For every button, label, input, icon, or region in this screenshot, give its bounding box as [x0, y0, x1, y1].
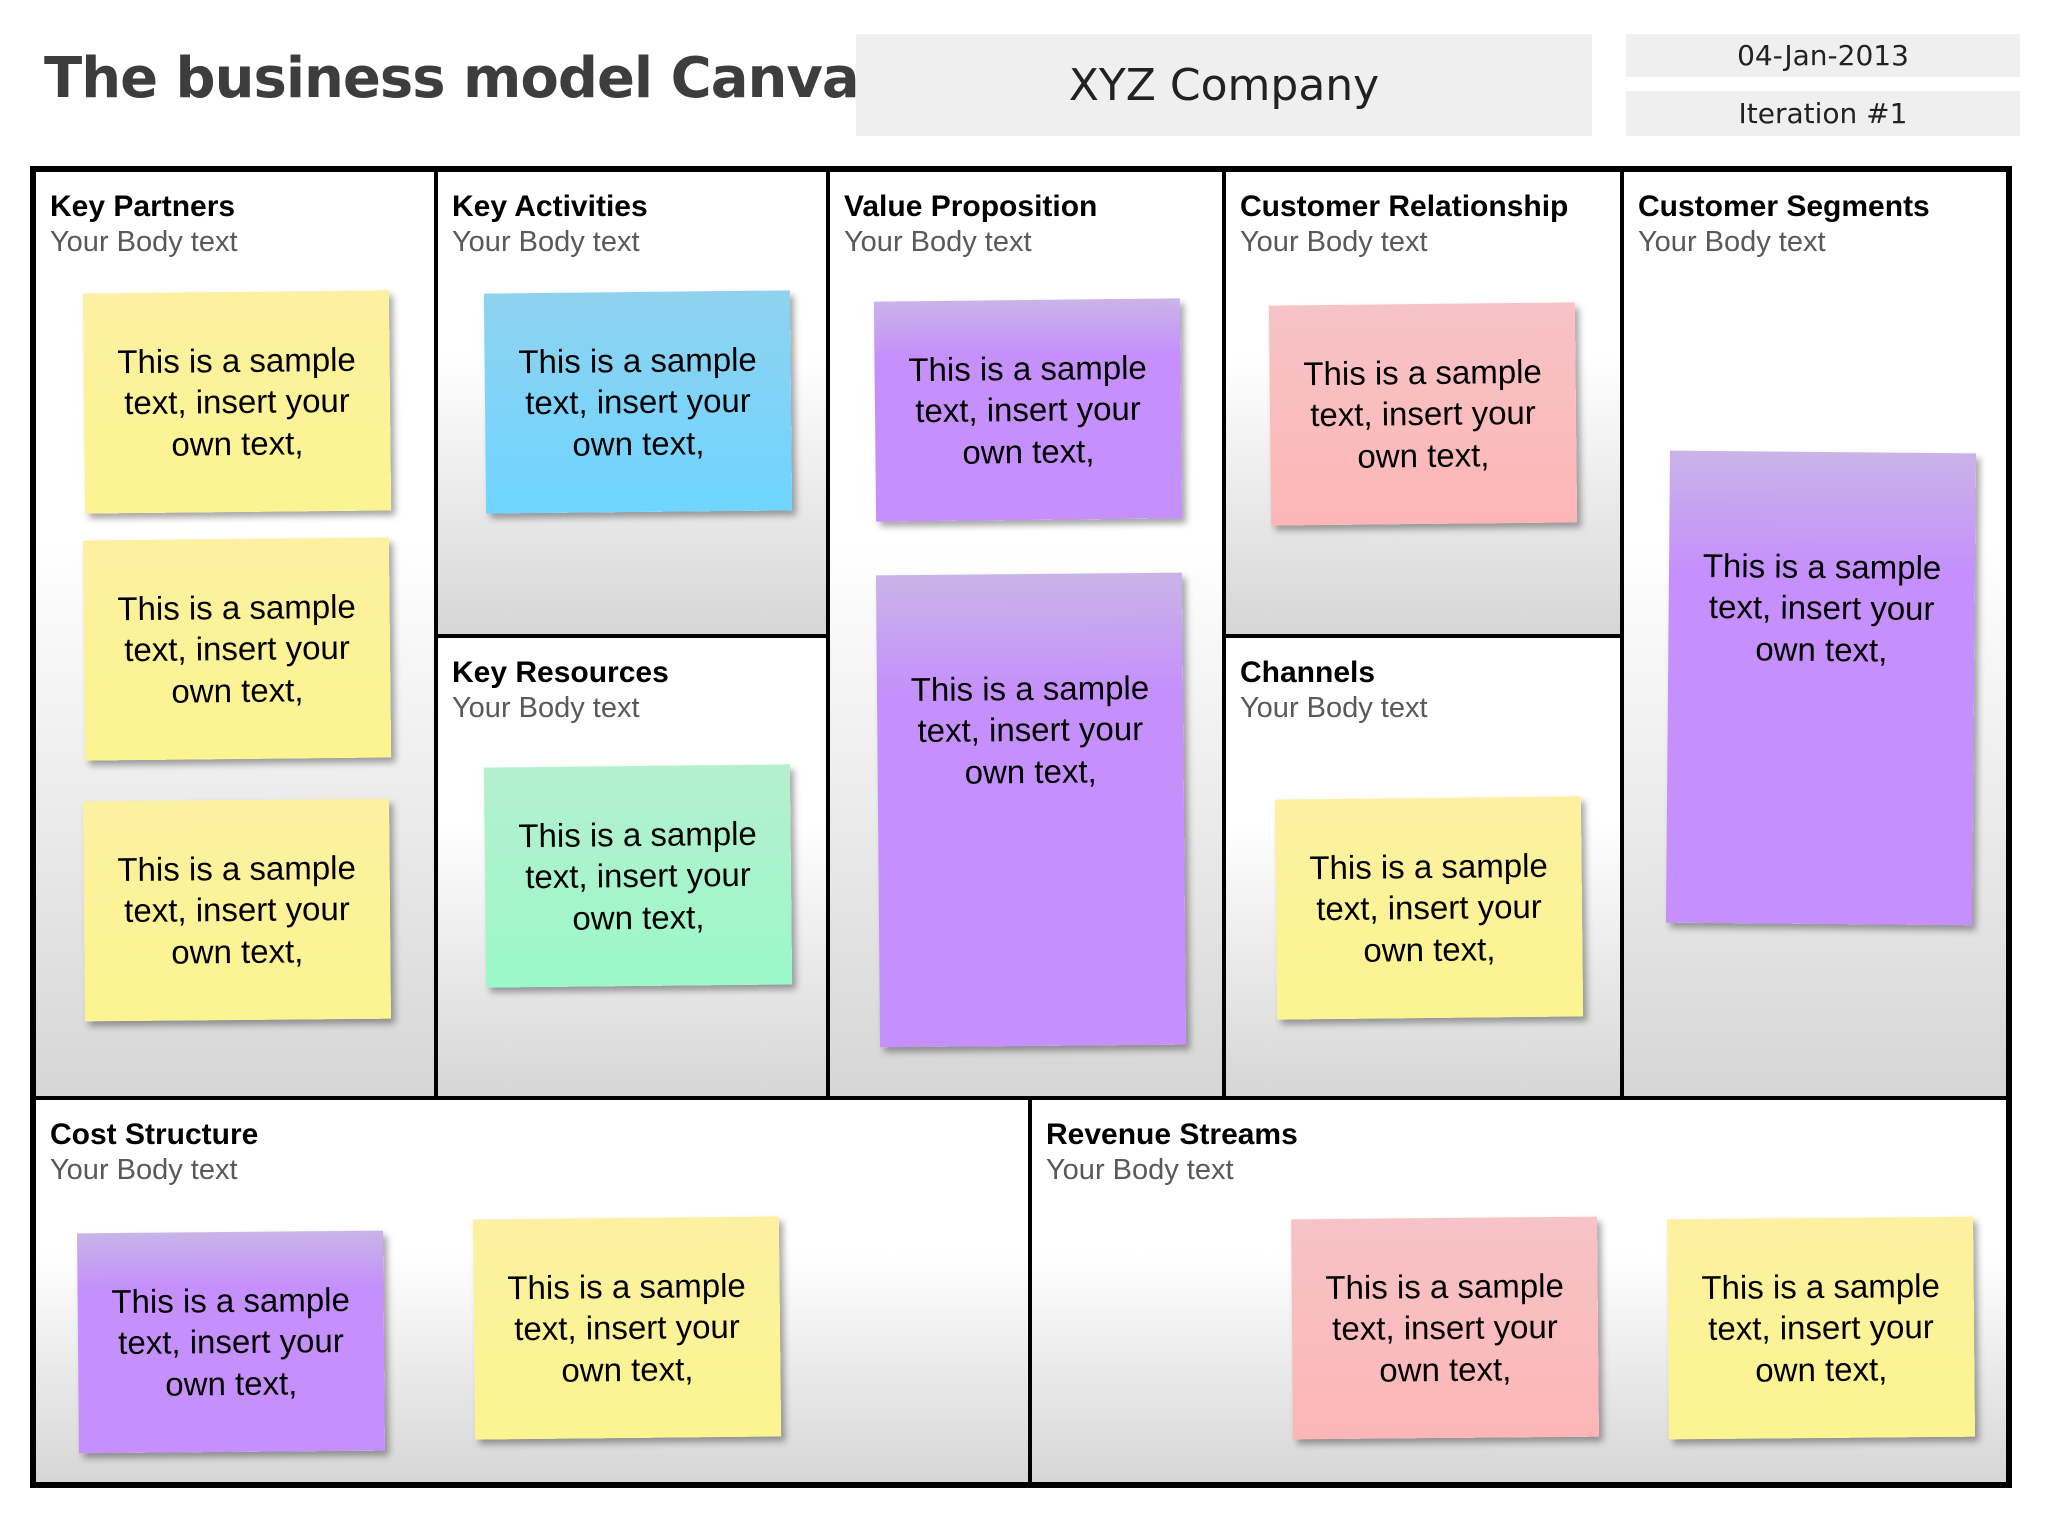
sticky-note[interactable]: This is a sample text, insert your own t…	[1665, 450, 1977, 926]
block-body: Your Body text	[452, 692, 640, 724]
block-title: Value Proposition	[844, 190, 1098, 223]
sticky-note[interactable]: This is a sample text, insert your own t…	[77, 1230, 385, 1454]
block-body: Your Body text	[50, 1154, 238, 1186]
block-title: Revenue Streams	[1046, 1118, 1298, 1151]
block-body: Your Body text	[50, 226, 238, 258]
sticky-note[interactable]: This is a sample text, insert your own t…	[1274, 796, 1584, 1020]
block-body: Your Body text	[1240, 226, 1428, 258]
sticky-note[interactable]: This is a sample text, insert your own t…	[472, 1216, 782, 1440]
block-body: Your Body text	[1638, 226, 1826, 258]
business-model-canvas: Key Partners Your Body text This is a sa…	[30, 166, 2012, 1488]
block-body: Your Body text	[1240, 692, 1428, 724]
block-title: Cost Structure	[50, 1118, 259, 1151]
block-body: Your Body text	[1046, 1154, 1234, 1186]
block-body: Your Body text	[452, 226, 640, 258]
sticky-note[interactable]: This is a sample text, insert your own t…	[83, 798, 391, 1022]
block-key-partners: Key Partners Your Body text This is a sa…	[36, 172, 434, 1096]
company-name: XYZ Company	[856, 34, 1592, 136]
block-key-activities: Key Activities Your Body text This is a …	[434, 172, 826, 634]
sticky-note[interactable]: This is a sample text, insert your own t…	[483, 290, 793, 514]
date-label: 04-Jan-2013	[1626, 34, 2020, 77]
block-title: Key Resources	[452, 656, 669, 689]
sticky-note[interactable]: This is a sample text, insert your own t…	[82, 290, 392, 514]
sticky-note[interactable]: This is a sample text, insert your own t…	[1291, 1216, 1599, 1440]
block-customer-relationship: Customer Relationship Your Body text Thi…	[1222, 172, 1620, 634]
block-customer-segments: Customer Segments Your Body text This is…	[1620, 172, 2006, 1096]
block-title: Key Partners	[50, 190, 236, 223]
iteration-label: Iteration #1	[1626, 91, 2020, 136]
sticky-note[interactable]: This is a sample text, insert your own t…	[1268, 302, 1578, 526]
sticky-note[interactable]: This is a sample text, insert your own t…	[82, 537, 392, 761]
sticky-note[interactable]: This is a sample text, insert your own t…	[875, 572, 1187, 1048]
block-title: Customer Segments	[1638, 190, 1930, 223]
sticky-note[interactable]: This is a sample text, insert your own t…	[873, 298, 1183, 522]
block-channels: Channels Your Body text This is a sample…	[1222, 634, 1620, 1096]
sticky-note[interactable]: This is a sample text, insert your own t…	[1667, 1216, 1975, 1440]
block-key-resources: Key Resources Your Body text This is a s…	[434, 634, 826, 1096]
block-title: Customer Relationship	[1240, 190, 1569, 223]
block-body: Your Body text	[844, 226, 1032, 258]
sticky-note[interactable]: This is a sample text, insert your own t…	[483, 764, 793, 988]
page-title: The business model Canvas	[44, 46, 892, 111]
block-value-proposition: Value Proposition Your Body text This is…	[826, 172, 1222, 1096]
block-title: Channels	[1240, 656, 1376, 689]
block-cost-structure: Cost Structure Your Body text This is a …	[36, 1096, 1028, 1482]
block-title: Key Activities	[452, 190, 648, 223]
block-revenue-streams: Revenue Streams Your Body text This is a…	[1028, 1096, 2006, 1482]
